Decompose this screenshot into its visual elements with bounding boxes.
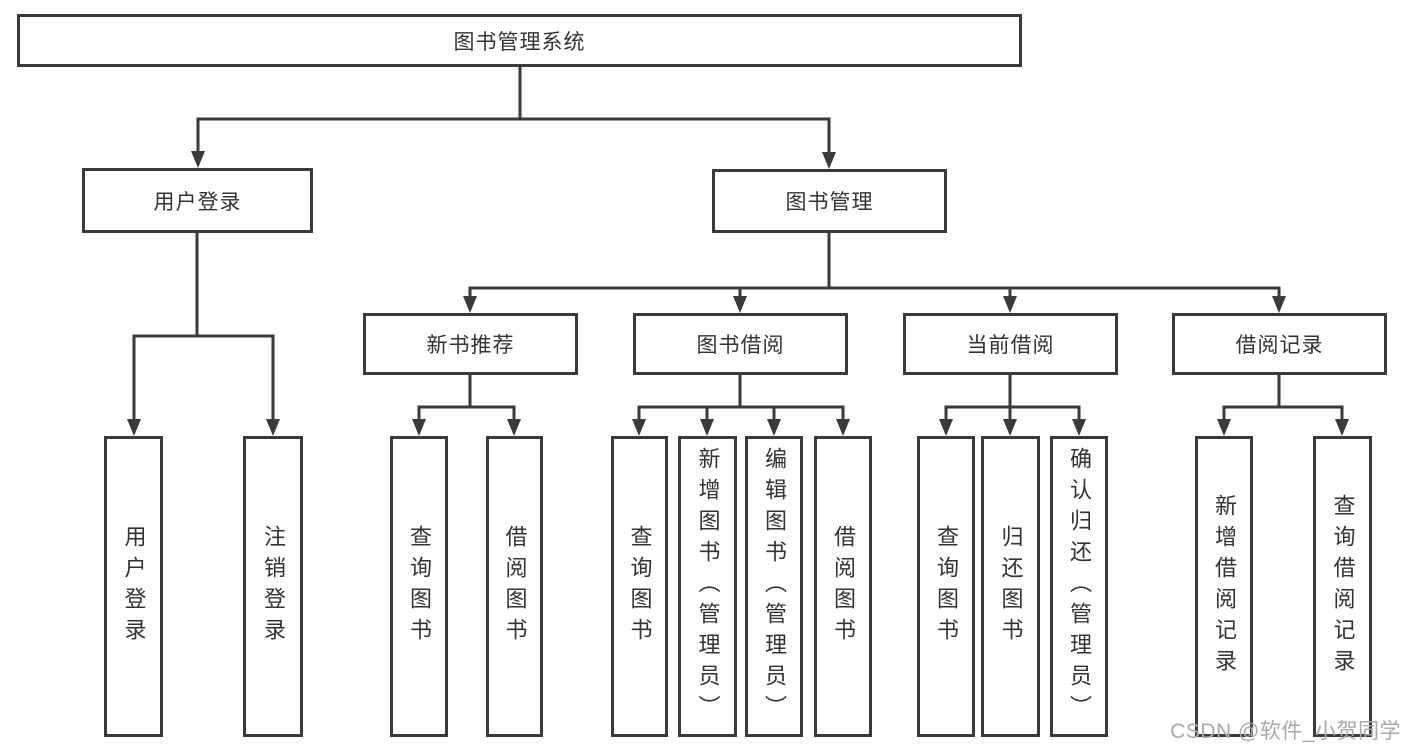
node-book-borrowing-label: 图书借阅 — [696, 334, 785, 357]
node-borrowing-records: 借阅记录 — [1172, 313, 1387, 375]
node-book-management-label: 图书管理 — [785, 191, 874, 214]
leaf-user-login-label: 用户登录 — [121, 524, 147, 649]
leaf-add-book-admin-label: 新增图书（管理员） — [695, 447, 721, 726]
leaf-borrow-books-borrowing-label: 借阅图书 — [831, 524, 856, 649]
node-new-book-recommend: 新书推荐 — [363, 313, 578, 375]
leaf-logout: 注销登录 — [243, 436, 303, 737]
leaf-user-login: 用户登录 — [104, 436, 163, 737]
leaf-query-books-recommend: 查询图书 — [390, 436, 448, 737]
leaf-add-borrow-record: 新增借阅记录 — [1195, 436, 1253, 737]
leaf-logout-label: 注销登录 — [261, 524, 286, 649]
leaf-query-books-recommend-label: 查询图书 — [407, 524, 432, 649]
leaf-query-books-current-label: 查询图书 — [934, 524, 959, 649]
leaf-return-books-label: 归还图书 — [998, 524, 1024, 649]
connector-current-borrowing-to-leaves — [939, 373, 1086, 436]
node-user-login-label: 用户登录 — [153, 190, 242, 214]
node-current-borrowing: 当前借阅 — [903, 313, 1118, 375]
leaf-add-borrow-record-label: 新增借阅记录 — [1212, 493, 1237, 680]
leaf-confirm-return-admin: 确认归还（管理员） — [1050, 436, 1108, 737]
connector-user-login-to-leaves — [127, 231, 280, 436]
leaf-query-books-borrowing: 查询图书 — [611, 436, 668, 737]
node-current-borrowing-label: 当前借阅 — [966, 334, 1055, 357]
connector-root-to-level2 — [191, 65, 836, 169]
leaf-add-book-admin: 新增图书（管理员） — [678, 436, 737, 737]
watermark: CSDN @软件_小贺同学 — [1170, 720, 1401, 743]
node-new-book-recommend-label: 新书推荐 — [426, 334, 515, 357]
node-user-login: 用户登录 — [82, 168, 313, 233]
node-book-borrowing: 图书借阅 — [633, 313, 848, 375]
leaf-borrow-books-borrowing: 借阅图书 — [814, 436, 872, 737]
leaf-return-books: 归还图书 — [981, 436, 1040, 737]
connector-borrowing-records-to-leaves — [1217, 373, 1349, 436]
leaf-borrow-books-recommend: 借阅图书 — [486, 436, 543, 737]
node-library-system-label: 图书管理系统 — [453, 30, 586, 54]
connector-book-mgmt-to-level3 — [463, 231, 1286, 313]
connector-book-borrowing-to-leaves — [632, 373, 850, 436]
leaf-query-borrow-record-label: 查询借阅记录 — [1330, 493, 1356, 680]
connector-new-book-recommend-to-leaves — [412, 373, 521, 436]
leaf-confirm-return-admin-label: 确认归还（管理员） — [1067, 447, 1092, 726]
node-book-management: 图书管理 — [712, 169, 947, 233]
node-library-system: 图书管理系统 — [17, 14, 1022, 67]
leaf-query-books-borrowing-label: 查询图书 — [627, 524, 653, 649]
leaf-edit-book-admin: 编辑图书（管理员） — [745, 436, 803, 737]
leaf-query-books-current: 查询图书 — [917, 436, 975, 737]
leaf-borrow-books-recommend-label: 借阅图书 — [502, 524, 528, 649]
node-borrowing-records-label: 借阅记录 — [1235, 334, 1324, 357]
leaf-edit-book-admin-label: 编辑图书（管理员） — [762, 447, 787, 726]
leaf-query-borrow-record: 查询借阅记录 — [1313, 436, 1372, 737]
